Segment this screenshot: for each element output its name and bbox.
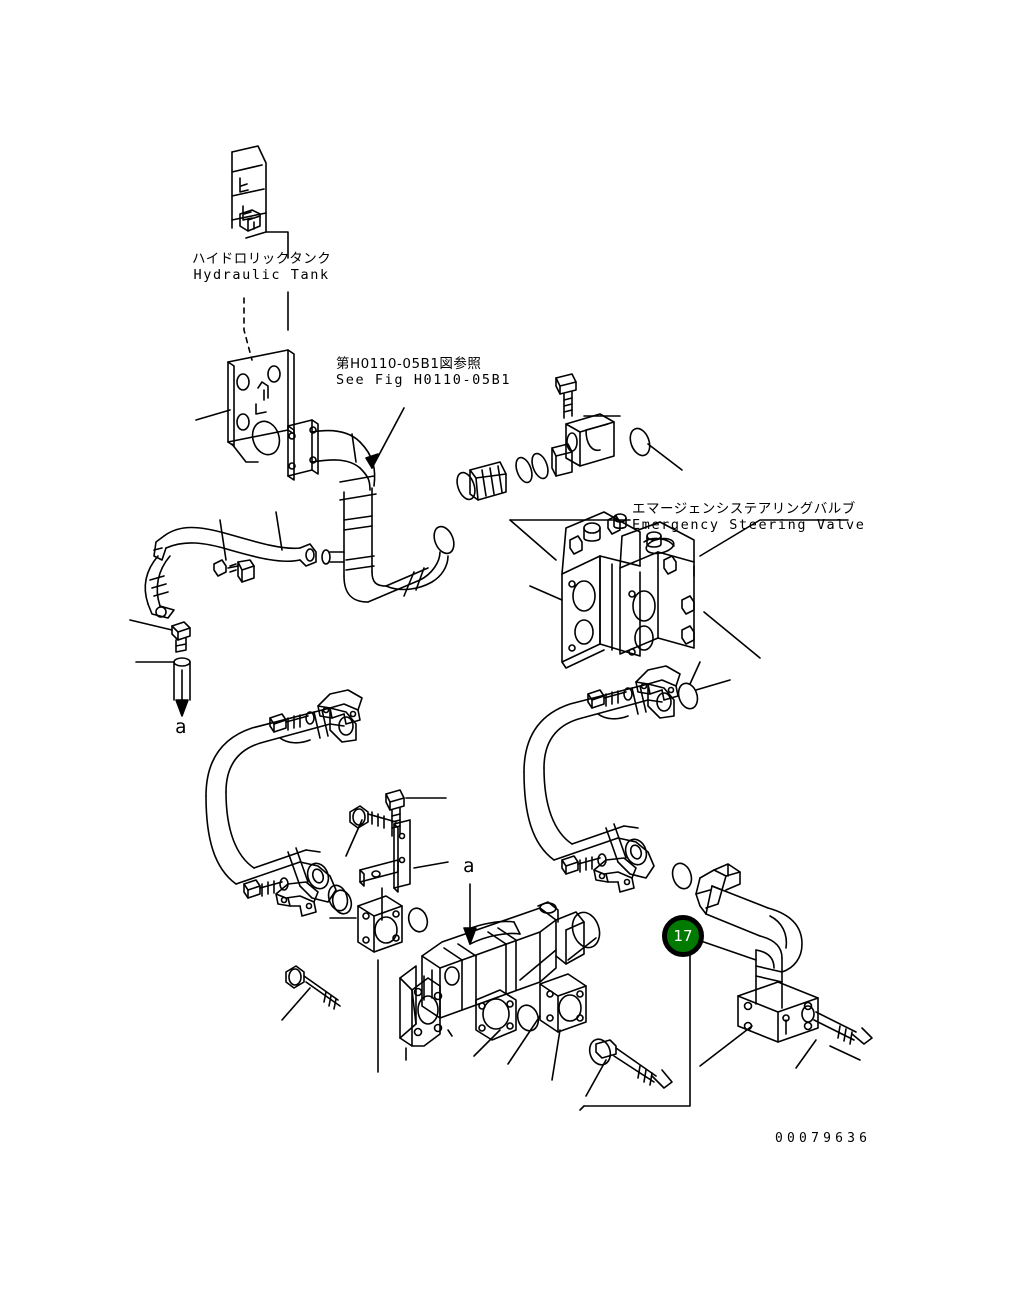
hydraulic-tank-outline xyxy=(231,145,289,331)
label-see-figure-jp: 第H0110-05B1図参照 xyxy=(336,356,482,372)
label-hydraulic-tank-en: Hydraulic Tank xyxy=(193,266,330,283)
label-hydraulic-tank-jp: ハイドロリックタンク xyxy=(192,251,332,267)
label-emergency-steering-valve: エマージェンシステアリングバルブ Emergency Steering Valv… xyxy=(632,501,866,533)
tank-leader-line xyxy=(243,297,253,361)
item-17-flange-bolts xyxy=(795,1005,873,1069)
hose-assembly xyxy=(144,511,317,619)
curved-tube-right xyxy=(523,665,731,893)
pipe-sleeves-and-clamps xyxy=(456,413,683,501)
elbow-tube-item-17 xyxy=(695,863,861,1067)
plate-leader-lines xyxy=(195,409,259,463)
see-fig-leader xyxy=(365,407,405,469)
item-letter-a-left: a xyxy=(175,716,187,738)
label-emergency-steering-valve-jp: エマージェンシステアリングバルブ xyxy=(632,501,856,517)
emergency-steering-valve-block xyxy=(561,511,695,669)
pump-accessories xyxy=(281,889,673,1097)
item-letter-a-pump: a xyxy=(463,855,475,877)
flange-bolt-upper xyxy=(555,373,621,419)
plate-o-ring xyxy=(251,420,281,456)
label-see-figure-en: See Fig H0110-05B1 xyxy=(336,371,512,388)
pump-item-a-arrow xyxy=(463,883,477,945)
label-hydraulic-tank: ハイドロリックタンク Hydraulic Tank xyxy=(192,251,332,283)
drain-plug-item-a-left xyxy=(129,619,191,717)
callout-17[interactable]: 17 xyxy=(662,915,704,957)
assembly-boundary-lines xyxy=(579,945,691,1111)
drawing-number: 00079636 xyxy=(775,1131,872,1146)
label-emergency-steering-valve-en: Emergency Steering Valve xyxy=(632,516,866,533)
curved-tube-left xyxy=(205,689,363,917)
mounting-bracket xyxy=(345,789,449,921)
tank-mounting-plate xyxy=(227,349,295,447)
elbow-pipe-junction xyxy=(287,419,455,603)
label-see-figure: 第H0110-05B1図参照 See Fig H0110-05B1 xyxy=(336,356,512,388)
valve-leader-lines xyxy=(509,519,849,685)
